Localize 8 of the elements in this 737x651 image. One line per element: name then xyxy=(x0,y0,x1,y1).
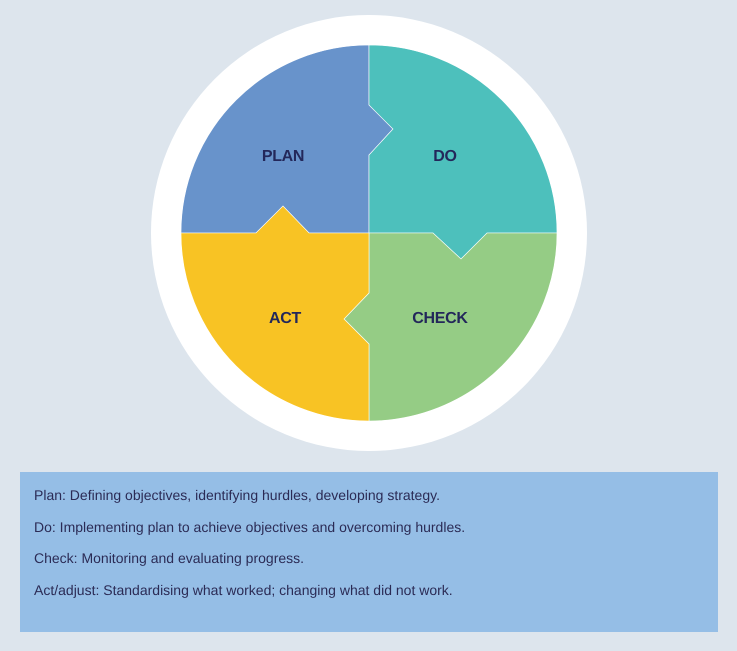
quadrant-label: DO xyxy=(433,148,457,166)
quadrant-label: PLAN xyxy=(262,148,304,166)
definition-text: Do: Implementing plan to achieve objectives and overcoming hurdles. xyxy=(34,518,466,534)
quadrant-label: ACT xyxy=(269,310,301,328)
definition-text: Check: Monitoring and evaluating progress. xyxy=(34,550,304,566)
definition-text: Act/adjust: Standardising what worked; changing what did not work. xyxy=(34,582,453,598)
definition-text: Plan: Defining objectives, identifying hurdles, developing strategy. xyxy=(34,487,440,503)
quadrant-label: CHECK xyxy=(412,310,468,328)
